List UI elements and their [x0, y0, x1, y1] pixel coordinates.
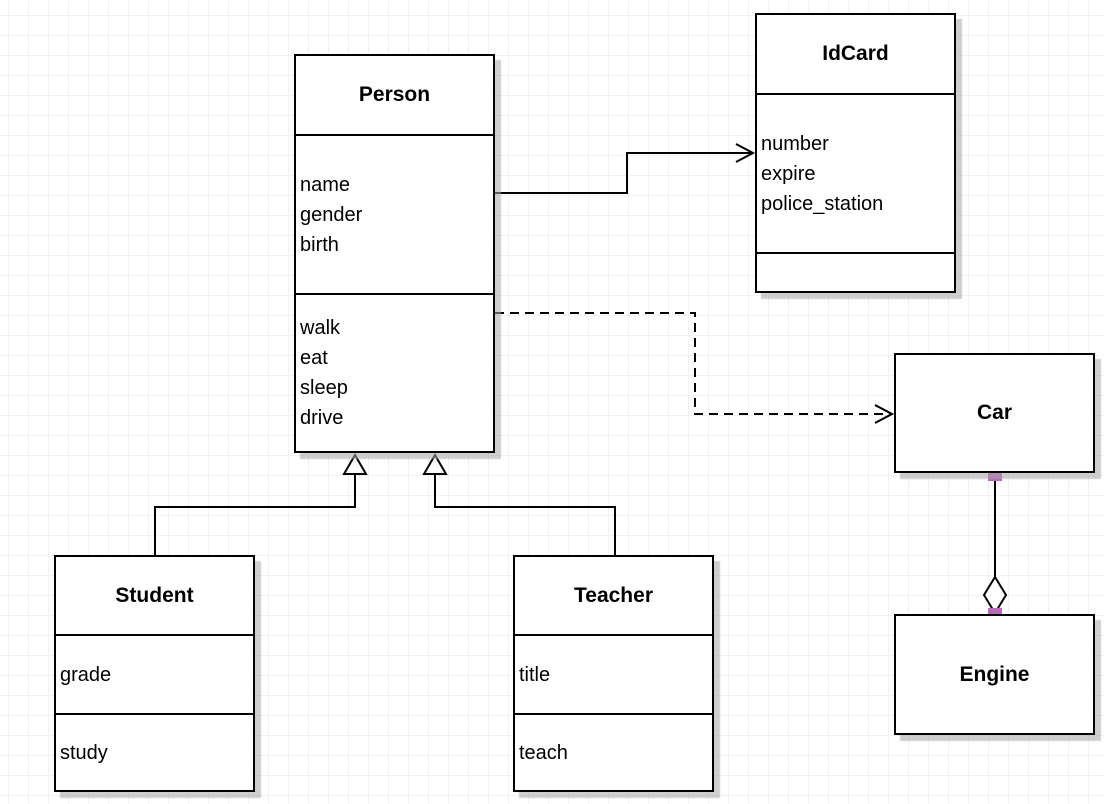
- attribute: number: [761, 132, 829, 155]
- class-engine-title: Engine: [959, 662, 1030, 686]
- class-engine[interactable]: Engine: [894, 614, 1095, 735]
- association-person-idcard[interactable]: [495, 152, 751, 194]
- class-teacher-methods: teach: [515, 715, 712, 790]
- inheritance-triangle-student: [342, 453, 368, 475]
- attribute: title: [519, 663, 551, 686]
- class-student-attributes: grade: [56, 636, 253, 715]
- class-car-title: Car: [976, 401, 1013, 424]
- attribute: expire: [761, 162, 816, 185]
- class-idcard[interactable]: IdCard number expire police_station: [755, 13, 956, 293]
- class-teacher[interactable]: Teacher title teach: [513, 555, 714, 792]
- attribute: birth: [300, 233, 339, 256]
- attribute: gender: [300, 203, 363, 226]
- class-person-attributes: name gender birth: [296, 136, 493, 295]
- generalization-teacher-person[interactable]: [434, 474, 616, 555]
- dependency-person-car[interactable]: [495, 312, 890, 415]
- method: teach: [519, 741, 568, 764]
- class-idcard-methods: [757, 254, 954, 291]
- attribute: name: [300, 173, 351, 196]
- method: drive: [300, 407, 344, 429]
- class-student-title: Student: [56, 557, 253, 636]
- attribute: police_station: [761, 192, 884, 215]
- method: study: [60, 741, 108, 764]
- class-teacher-attributes: title: [515, 636, 712, 715]
- class-teacher-title: Teacher: [515, 557, 712, 636]
- method: walk: [300, 317, 341, 339]
- inheritance-triangle-teacher: [422, 453, 448, 475]
- class-student-methods: study: [56, 715, 253, 790]
- class-idcard-attributes: number expire police_station: [757, 95, 954, 254]
- class-car[interactable]: Car: [894, 353, 1095, 473]
- class-idcard-title: IdCard: [757, 15, 954, 95]
- class-person[interactable]: Person name gender birth walk eat sleep …: [294, 54, 495, 453]
- class-person-title: Person: [296, 56, 493, 136]
- method: eat: [300, 347, 328, 369]
- attribute: grade: [60, 663, 112, 686]
- method: sleep: [300, 377, 348, 399]
- class-student[interactable]: Student grade study: [54, 555, 255, 792]
- class-person-methods: walk eat sleep drive: [296, 295, 493, 451]
- generalization-student-person[interactable]: [154, 474, 356, 555]
